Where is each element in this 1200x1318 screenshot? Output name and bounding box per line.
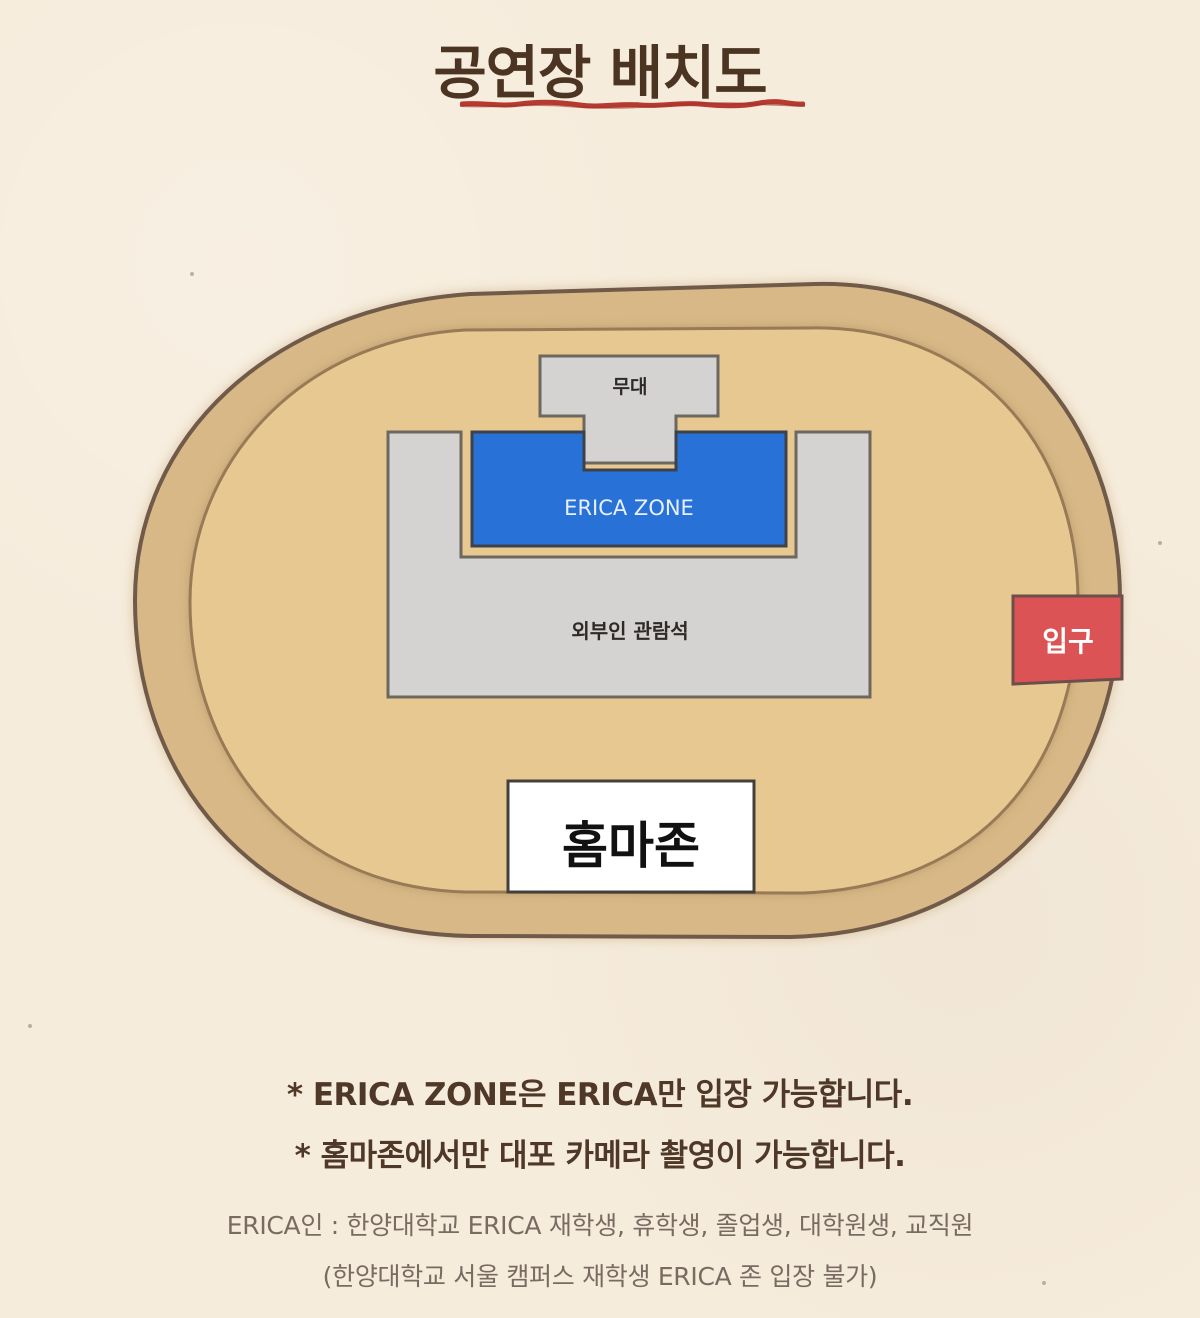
stage-label: 무대 (612, 376, 648, 398)
entrance-marker (1011, 594, 1124, 686)
venue-diagram (132, 281, 1124, 940)
seoul-campus-restriction: (한양대학교 서울 캠퍼스 재학생 ERICA 존 입장 불가) (322, 1262, 878, 1291)
paper-speck (28, 1024, 32, 1028)
erica-zone-label: ERICA ZONE (564, 496, 694, 520)
outer-seating-label: 외부인 관람석 (571, 619, 689, 643)
paper-speck (1158, 541, 1162, 545)
home-zone-label: 홈마존 (562, 817, 700, 875)
title-underline (460, 99, 805, 109)
home-zone-area (506, 779, 756, 894)
paper-speck (1042, 1281, 1046, 1285)
entrance-label: 입구 (1042, 625, 1094, 658)
paper-speck (190, 272, 194, 276)
erica-member-definition: ERICA인 : 한양대학교 ERICA 재학생, 휴학생, 졸업생, 대학원생… (226, 1211, 974, 1240)
erica-zone-area (470, 430, 788, 548)
note-erica-zone: * ERICA ZONE은 ERICA만 입장 가능합니다. (286, 1077, 914, 1113)
outer-seating-area (386, 430, 872, 699)
note-home-zone: * 홈마존에서만 대포 카메라 촬영이 가능합니다. (294, 1138, 906, 1174)
page-title: 공연장 배치도 (433, 39, 767, 107)
